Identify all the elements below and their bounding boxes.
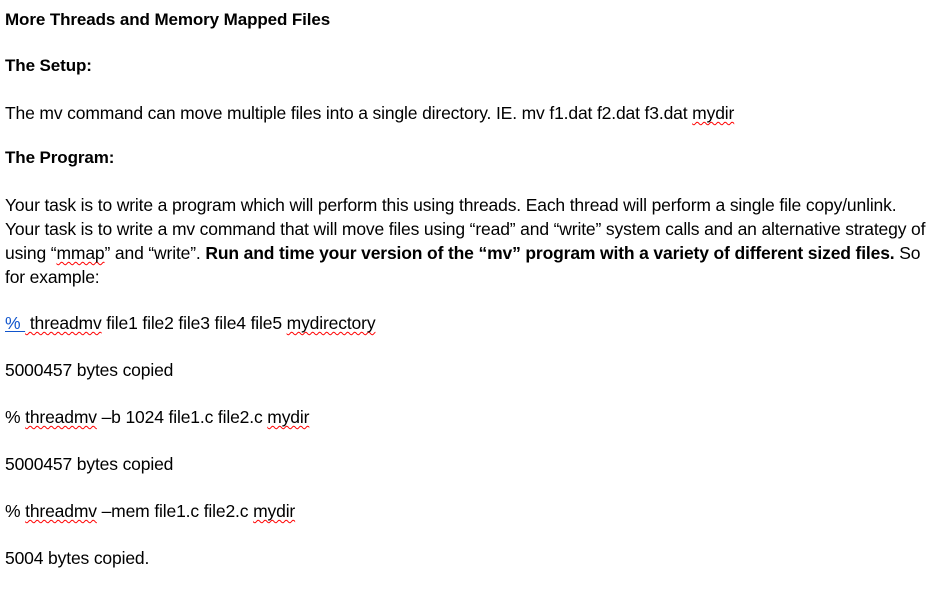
paragraph-program-bold-instruction: Run and time your version of the “mv” pr… <box>205 243 895 263</box>
misspelled-word-mydir: mydir <box>692 103 735 123</box>
misspelled-word-threadmv: threadmv <box>25 407 97 427</box>
misspelled-word-threadmv: threadmv <box>25 313 102 333</box>
command-3-args: –mem file1.c file2.c <box>96 501 254 521</box>
command-1-args: file1 file2 file3 file4 file5 <box>101 313 287 333</box>
shell-prompt-2: % <box>5 407 26 427</box>
misspelled-word-mydirectory: mydirectory <box>286 313 376 333</box>
heading-program: The Program: <box>5 148 115 167</box>
misspelled-word-threadmv: threadmv <box>25 501 97 521</box>
shell-prompt-3: % <box>5 501 26 521</box>
heading-setup: The Setup: <box>5 56 92 75</box>
paragraph-program: Your task is to write a program which wi… <box>5 193 935 289</box>
paragraph-program-part3: So for example: <box>5 243 921 287</box>
paragraph-setup-lead: The mv command can move multiple files i… <box>5 103 693 123</box>
paragraph-program-part1: Your task is to write a program which wi… <box>5 195 926 263</box>
command-line-3: % threadmv –mem file1.c file2.c mydir <box>5 499 938 523</box>
paragraph-program-part2: ” and “write”. <box>104 243 206 263</box>
paragraph-setup: The mv command can move multiple files i… <box>5 101 935 125</box>
misspelled-word-mydir: mydir <box>267 407 310 427</box>
misspelled-word-mydir: mydir <box>253 501 296 521</box>
doc-title: More Threads and Memory Mapped Files <box>5 10 331 29</box>
command-line-1: % threadmv file1 file2 file3 file4 file5… <box>5 311 938 335</box>
output-line-2: 5000457 bytes copied <box>5 454 174 474</box>
shell-prompt-link[interactable]: % <box>5 313 26 333</box>
misspelled-word-mmap: mmap <box>56 243 105 263</box>
command-2-args: –b 1024 file1.c file2.c <box>96 407 268 427</box>
command-line-2: % threadmv –b 1024 file1.c file2.c mydir <box>5 405 938 429</box>
output-line-1: 5000457 bytes copied <box>5 360 174 380</box>
output-line-3: 5004 bytes copied. <box>5 548 150 568</box>
